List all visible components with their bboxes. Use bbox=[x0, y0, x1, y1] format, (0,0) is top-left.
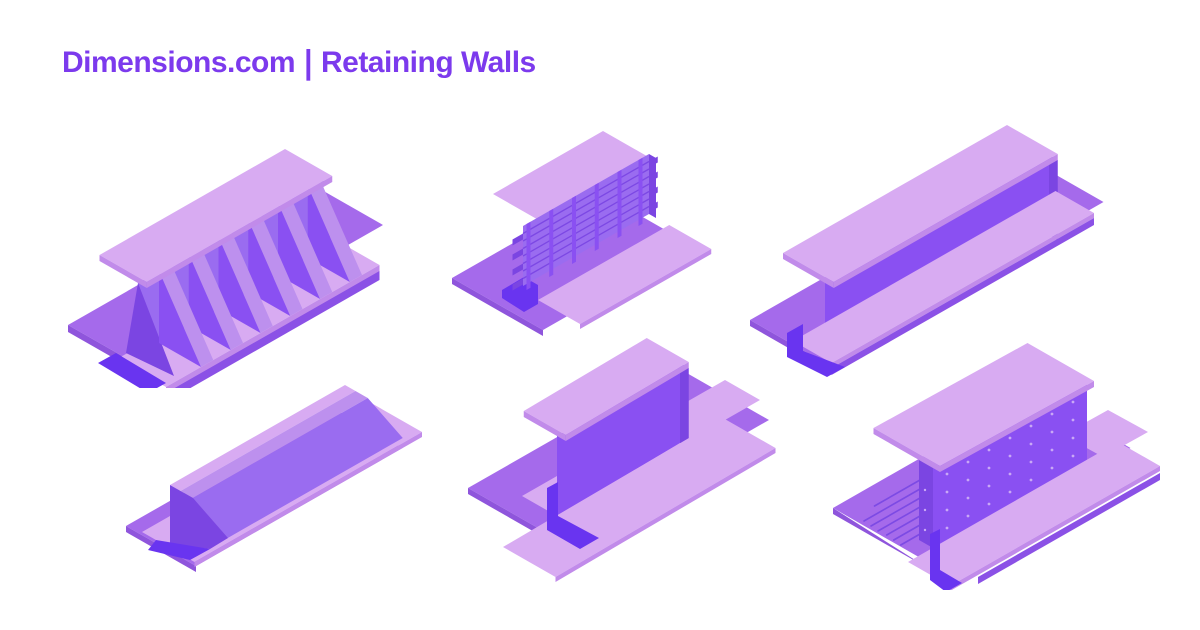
title-separator: | bbox=[304, 43, 312, 81]
sheet-pile-retaining-wall-illustration bbox=[463, 338, 783, 583]
upper-terrace bbox=[493, 131, 649, 220]
anchor-dots bbox=[945, 400, 1075, 530]
counterfort-retaining-wall-icon bbox=[68, 149, 383, 388]
top-slab bbox=[783, 125, 1058, 288]
page-title: Dimensions.com|Retaining Walls bbox=[62, 43, 536, 81]
wall-shadow bbox=[930, 529, 962, 590]
wall-shadow bbox=[787, 324, 845, 377]
section-title: Retaining Walls bbox=[320, 46, 536, 79]
cantilever-retaining-wall-icon bbox=[750, 125, 1104, 377]
wall-shadow bbox=[98, 353, 166, 388]
lower-terrace bbox=[538, 225, 712, 329]
crib-retaining-wall-icon bbox=[452, 131, 712, 336]
sheet-pile-retaining-wall-icon bbox=[468, 338, 776, 582]
counterforts bbox=[159, 179, 362, 367]
wall-end-face bbox=[170, 485, 228, 549]
wall-body bbox=[170, 385, 403, 538]
crib-retaining-wall-illustration bbox=[450, 128, 715, 348]
counterfort-retaining-wall-illustration bbox=[60, 133, 400, 388]
vertical-posts bbox=[526, 157, 643, 290]
gravity-retaining-wall-illustration bbox=[112, 362, 442, 602]
wall-end-face bbox=[649, 154, 656, 218]
top-slab bbox=[99, 149, 333, 288]
gravity-retaining-wall-icon bbox=[126, 385, 422, 572]
cantilever-retaining-wall-illustration bbox=[745, 125, 1150, 380]
wall-end-face bbox=[126, 283, 174, 376]
wall-end-face bbox=[680, 363, 689, 448]
log-ends bbox=[512, 156, 658, 291]
footing-slab bbox=[793, 191, 1094, 375]
top-slab bbox=[523, 338, 689, 441]
anchored-retaining-wall-illustration bbox=[828, 340, 1163, 590]
anchored-retaining-wall-icon bbox=[833, 343, 1160, 590]
brand-text: Dimensions.com bbox=[62, 46, 296, 79]
wall-end-face bbox=[919, 460, 933, 548]
footing-slab bbox=[908, 442, 1160, 590]
top-slab bbox=[873, 343, 1094, 472]
tieback-lines bbox=[863, 479, 921, 546]
wall-face bbox=[557, 363, 680, 516]
wall-shadow bbox=[148, 540, 210, 560]
wall-shadow bbox=[547, 482, 599, 549]
wall-face bbox=[933, 383, 1087, 548]
